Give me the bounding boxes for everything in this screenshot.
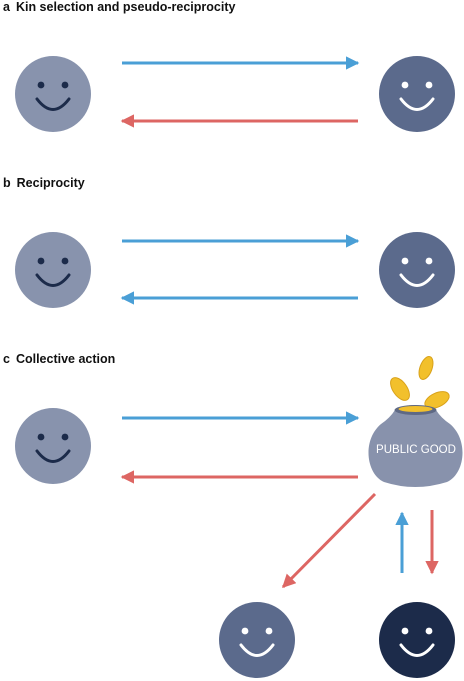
pot-label: PUBLIC GOOD [376, 444, 456, 456]
face-a-left [15, 56, 91, 132]
panel-a-letter: a [3, 0, 10, 14]
public-good-pot: PUBLIC GOOD [368, 405, 463, 487]
face-a-right [379, 56, 455, 132]
face-c-left [15, 408, 91, 484]
coins-icon [390, 356, 450, 413]
face-c-bottom-right [379, 602, 455, 678]
panel-b-title: b Reciprocity [3, 176, 85, 190]
face-b-left [15, 232, 91, 308]
panel-a-title: a Kin selection and pseudo-reciprocity [3, 0, 235, 14]
panel-a-label: Kin selection and pseudo-reciprocity [15, 0, 236, 14]
panel-c-letter: c [3, 352, 10, 366]
panel-b-label: Reciprocity [16, 176, 85, 190]
panel-b-letter: b [3, 176, 11, 190]
face-b-right [379, 232, 455, 308]
panel-c-label: Collective action [15, 352, 116, 366]
panel-a [15, 56, 455, 132]
face-c-bottom-left [219, 602, 295, 678]
arrow-c-red-diagonal [281, 492, 377, 589]
panel-c-title: c Collective action [3, 352, 115, 366]
panel-c: PUBLIC GOOD [15, 356, 463, 678]
panel-b [15, 232, 455, 308]
